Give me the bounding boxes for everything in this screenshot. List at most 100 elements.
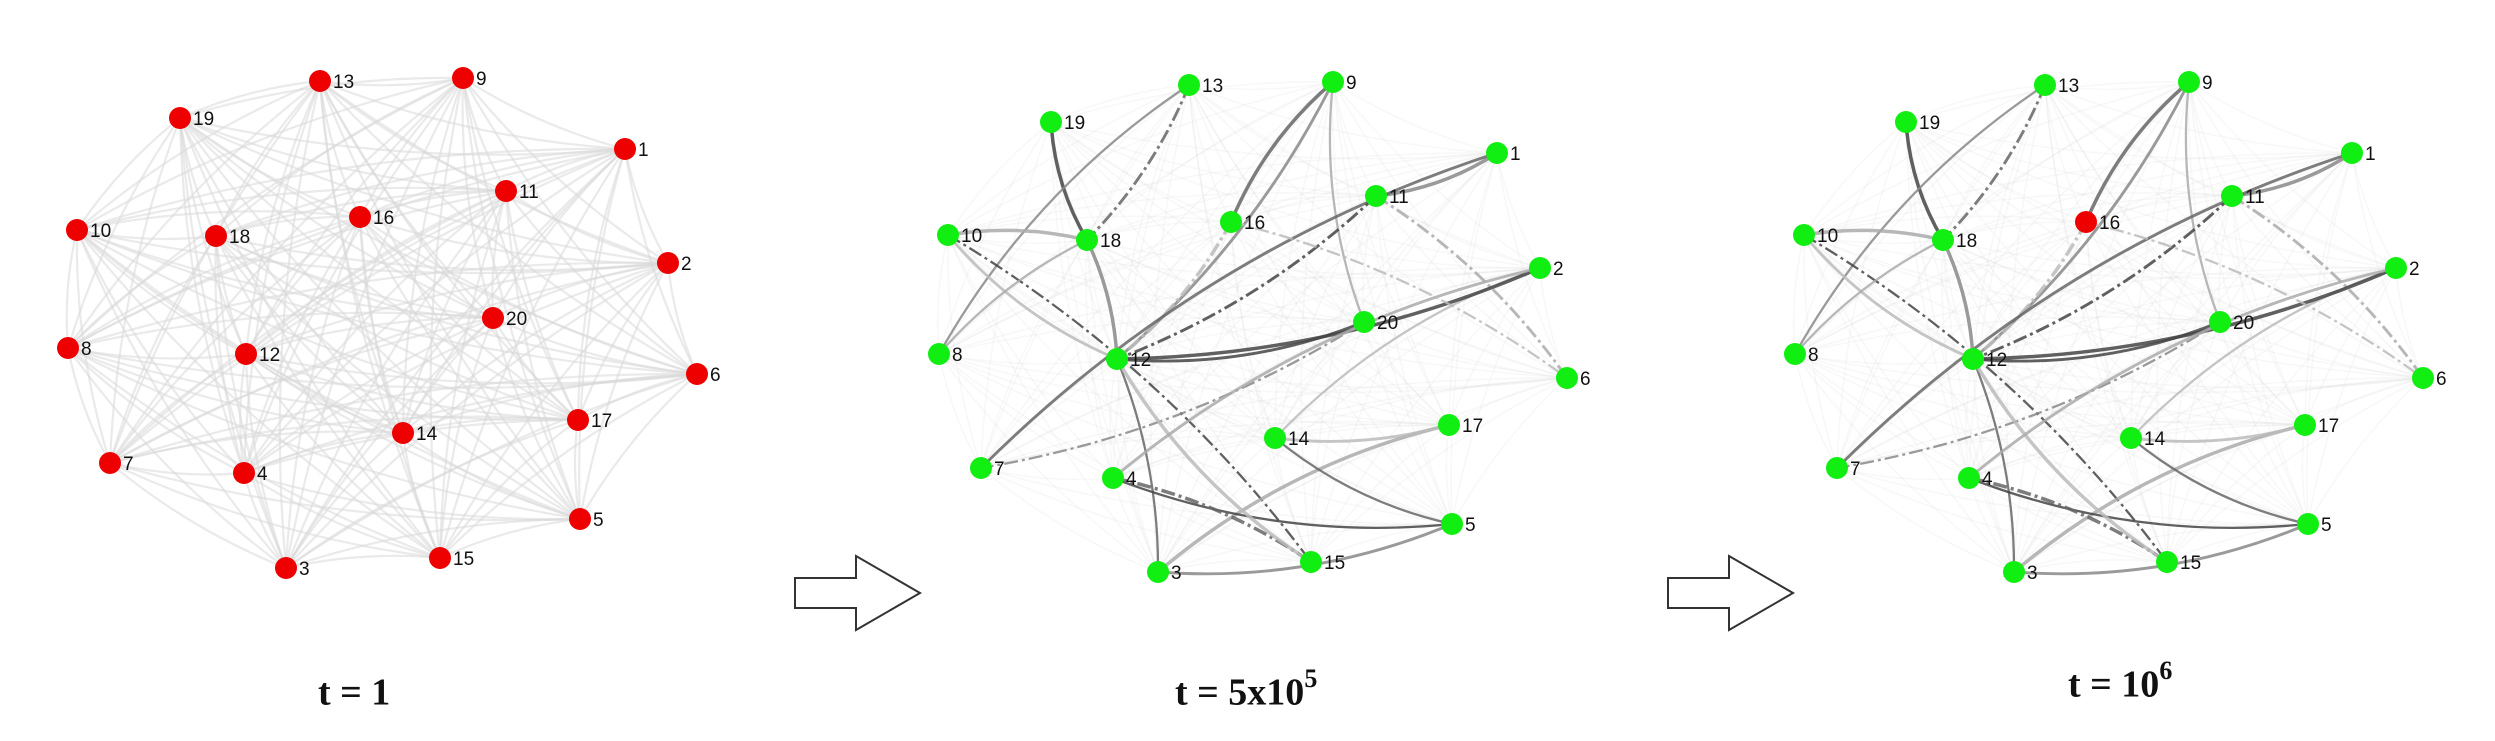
node-12 bbox=[235, 343, 257, 365]
edge bbox=[1941, 239, 1970, 479]
background-edge-mesh bbox=[65, 76, 699, 570]
edge bbox=[938, 353, 1159, 573]
node-label-20: 20 bbox=[2233, 313, 2254, 334]
edge bbox=[2307, 267, 2397, 525]
edge bbox=[76, 229, 579, 422]
node-label-5: 5 bbox=[1465, 515, 1476, 536]
edge bbox=[215, 235, 581, 520]
node-13 bbox=[2034, 74, 2056, 96]
edge bbox=[1112, 437, 1276, 479]
edge bbox=[67, 261, 669, 350]
edge bbox=[401, 432, 441, 559]
edge bbox=[2219, 321, 2309, 525]
strong-edge bbox=[947, 228, 1088, 242]
edge bbox=[578, 148, 627, 520]
edge bbox=[947, 81, 1334, 236]
node-1 bbox=[2341, 142, 2363, 164]
edge bbox=[109, 147, 626, 464]
node-label-11: 11 bbox=[2245, 187, 2265, 208]
edge bbox=[980, 467, 1453, 527]
node-label-17: 17 bbox=[1462, 416, 1483, 437]
edge bbox=[76, 228, 698, 376]
strong-edge bbox=[1115, 358, 1160, 573]
edge bbox=[947, 234, 1568, 379]
edge bbox=[1942, 239, 2015, 573]
edge bbox=[1085, 239, 1114, 479]
strong-edge bbox=[1049, 121, 1089, 241]
edge bbox=[1112, 477, 1312, 563]
edge bbox=[285, 418, 579, 569]
node-label-8: 8 bbox=[1808, 345, 1819, 366]
edge bbox=[1803, 234, 2168, 563]
edge bbox=[243, 471, 581, 521]
edge bbox=[947, 234, 1276, 439]
edge bbox=[1050, 121, 1276, 439]
node-17 bbox=[2294, 414, 2316, 436]
edge bbox=[2166, 424, 2306, 563]
node-6 bbox=[1556, 367, 1578, 389]
node-1 bbox=[614, 138, 636, 160]
edge bbox=[2013, 377, 2424, 573]
edge bbox=[76, 117, 181, 231]
edge bbox=[1905, 121, 2306, 426]
edge bbox=[947, 215, 1232, 236]
edge bbox=[402, 432, 581, 521]
edge bbox=[1116, 267, 1541, 360]
edge bbox=[980, 321, 1365, 469]
edge bbox=[492, 316, 698, 376]
edge bbox=[359, 216, 581, 520]
edge bbox=[1803, 234, 1838, 469]
edge bbox=[1905, 121, 2087, 223]
edge bbox=[179, 79, 321, 120]
edge bbox=[1451, 377, 1568, 525]
edge bbox=[1836, 420, 2306, 469]
edge bbox=[980, 221, 1232, 469]
time-label-t1: t = 1 bbox=[318, 671, 391, 714]
node-label-5: 5 bbox=[2321, 515, 2332, 536]
edge bbox=[1965, 358, 1974, 479]
edge bbox=[1794, 353, 2015, 573]
edge bbox=[1188, 81, 1334, 91]
edge bbox=[938, 353, 982, 469]
edge bbox=[2085, 221, 2306, 426]
node-label-10: 10 bbox=[961, 226, 982, 247]
edge bbox=[109, 190, 507, 464]
edge bbox=[76, 229, 581, 521]
edge bbox=[1300, 81, 1334, 563]
edge bbox=[67, 346, 404, 435]
edge bbox=[1803, 152, 2353, 236]
edge bbox=[243, 148, 626, 474]
edge bbox=[402, 261, 669, 434]
node-label-1: 1 bbox=[1510, 144, 1521, 165]
edge bbox=[1188, 84, 1365, 323]
edge bbox=[980, 467, 1114, 481]
edge bbox=[1794, 81, 2190, 355]
strong-edge bbox=[1968, 476, 2168, 564]
edge bbox=[938, 316, 1365, 355]
edge bbox=[1803, 234, 2306, 426]
edge bbox=[1803, 84, 2046, 236]
edge bbox=[75, 229, 112, 464]
node-label-7: 7 bbox=[123, 454, 134, 475]
edge bbox=[1803, 234, 2397, 279]
strong-edges bbox=[937, 80, 1569, 576]
edge bbox=[1188, 84, 1568, 379]
edge bbox=[1972, 358, 2306, 426]
edge bbox=[1157, 424, 1450, 573]
edge bbox=[1972, 358, 2168, 563]
edge bbox=[938, 84, 1190, 355]
edge bbox=[1972, 358, 2424, 389]
node-14 bbox=[1264, 427, 1286, 449]
edge bbox=[1274, 422, 1450, 439]
node-label-19: 19 bbox=[1919, 113, 1940, 134]
edge bbox=[245, 216, 361, 355]
node-9 bbox=[2178, 71, 2200, 93]
node-label-8: 8 bbox=[81, 339, 92, 360]
edge bbox=[1157, 559, 1312, 573]
edge bbox=[2130, 152, 2353, 439]
edge bbox=[1905, 121, 2221, 323]
edge bbox=[1375, 195, 1450, 426]
edge bbox=[2166, 321, 2221, 563]
strong-edges bbox=[1793, 80, 2425, 576]
